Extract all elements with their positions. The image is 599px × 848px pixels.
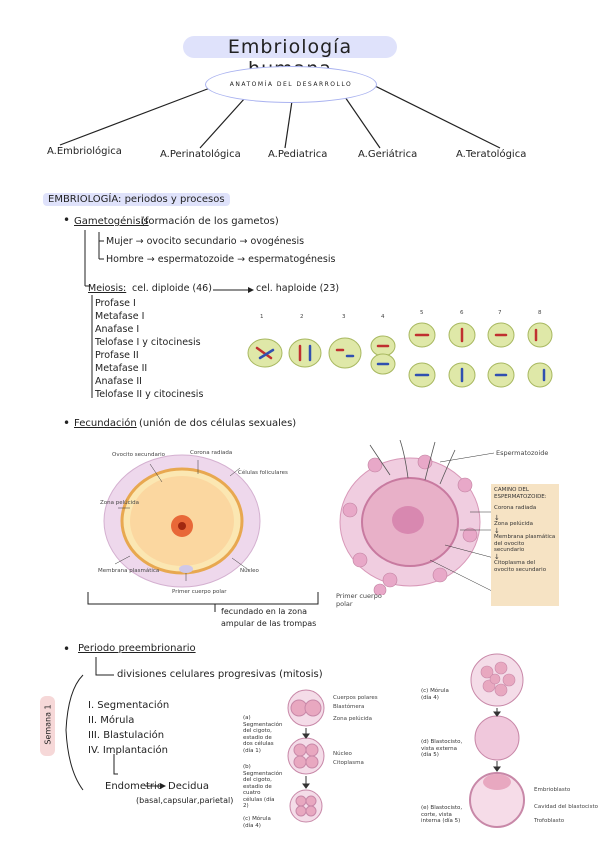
label-citoplasma: Citoplasma <box>333 760 364 766</box>
meiosis-phase: Metafase I <box>95 311 145 322</box>
fecundado-bracket <box>87 592 319 612</box>
arrow-down-icon: ↓ <box>494 526 500 535</box>
mindmap-lines <box>59 84 501 149</box>
camino-step: Citoplasma del ovocito secundario <box>494 560 547 573</box>
gametogenesis-mujer: Mujer → ovocito secundario → ovogénesis <box>106 236 305 247</box>
label-primer-cuerpo: Primer cuerpo polar <box>336 592 382 608</box>
stage-number: 4 <box>381 314 385 320</box>
gametogenesis-heading: Gametogénisis <box>74 216 149 227</box>
meiosis-phase: Profase II <box>95 350 139 361</box>
mindmap-center: ANATOMÍA DEL DESARROLLO <box>205 66 377 103</box>
semana-label: Semana 1 <box>43 704 53 745</box>
camino-step: Membrana plasmática del ovocito secundar… <box>494 534 556 553</box>
blastocyst-caption-c: (c) Mórula (día 4) <box>421 688 449 701</box>
stage-number: 2 <box>300 314 304 320</box>
oocyte-illustration <box>103 454 261 588</box>
blastocyst-caption-d: (d) Blastocisto, vista externa (día 5) <box>421 739 463 758</box>
fecundado-note: ampular de las trompas <box>221 619 317 628</box>
branch-perinatologica: A.Perinatológica <box>160 149 241 160</box>
divisiones-text: divisiones celulares progresivas (mitosi… <box>117 669 323 680</box>
meiosis-phase: Anafase I <box>95 324 140 335</box>
arrow-down-icon: ↓ <box>494 552 500 561</box>
label-zona-pelucida: Zona pelúcida <box>333 716 373 722</box>
label-trofoblasto: Trofoblasto <box>534 818 565 824</box>
label-nucleo: Núcleo <box>240 568 259 574</box>
cleavage-caption-b: (b) Segmentación del cigoto, estadio de … <box>243 764 283 809</box>
stage-number: 8 <box>538 310 542 316</box>
section-header: EMBRIOLOGÍA: periodos y procesos <box>43 193 230 206</box>
stage-number: 1 <box>260 314 264 320</box>
preembrionario-step: IV. Implantación <box>88 745 168 756</box>
bullet-icon: • <box>63 416 71 430</box>
label-cuerpo: Primer cuerpo polar <box>172 589 227 595</box>
label-embrioblasto: Embrioblasto <box>534 787 571 793</box>
stage-number: 3 <box>342 314 346 320</box>
meiosis-phase: Metafase II <box>95 363 148 374</box>
branch-geriatrica: A.Geriátrica <box>358 149 418 160</box>
preembrionario-step: III. Blastulación <box>88 730 165 741</box>
label-nucleo-2: Núcleo <box>333 751 352 757</box>
camino-box: CAMINO DEL ESPERMATOZOIDE: Corona radiad… <box>491 484 559 606</box>
blastocyst-caption-e: (e) Blastocisto, corte, vista interna (d… <box>421 805 463 824</box>
sperm-illustration <box>339 440 481 595</box>
cleavage-caption-a: (a) Segmentación del cigoto, estadio de … <box>243 715 283 754</box>
bullet-icon: • <box>63 642 71 656</box>
camino-title: CAMINO DEL ESPERMATOZOIDE: <box>494 487 547 500</box>
fecundado-note: fecundado en la zona <box>221 607 308 616</box>
branch-pediatrica: A.Pediatrica <box>268 149 328 160</box>
stage-number: 7 <box>498 310 502 316</box>
label-cavidad: Cavidad del blastocisto <box>534 804 598 810</box>
cleavage-caption-c: (c) Mórula (día 4) <box>243 816 271 829</box>
stage-number: 5 <box>420 310 424 316</box>
preembrionario-step: I. Segmentación <box>88 700 170 711</box>
camino-step: Zona pelúcida <box>494 521 534 527</box>
cleavage-illustration <box>287 689 325 823</box>
label-cuerpos-polares: Cuerpos polares <box>333 695 378 701</box>
preembrionario-heading: Periodo preembrionario <box>78 643 196 654</box>
blastocyst-illustration <box>469 653 525 828</box>
fecundacion-heading: Fecundación <box>74 418 137 429</box>
gametogenesis-description: (formación de los gametos) <box>141 216 279 227</box>
label-ovocito: Ovocito secundario <box>112 452 166 458</box>
meiosis-phase: Telofase I y citocinesis <box>95 337 201 348</box>
meiosis-haploid: cel. haploide (23) <box>256 283 340 294</box>
label-foliculares: Células foliculares <box>238 470 288 476</box>
bullet-icon: • <box>63 213 71 227</box>
label-espermatozoide: Espermatozoide <box>496 449 549 457</box>
label-membrana: Membrana plasmática <box>98 568 160 574</box>
semana-badge: Semana 1 <box>40 696 55 756</box>
label-blastomera: Blastómera <box>333 704 365 710</box>
label-corona: Corona radiada <box>190 450 233 456</box>
bracket-lines <box>84 230 254 398</box>
meiosis-illustration <box>247 322 553 388</box>
branch-teratologica: A.Teratológica <box>456 149 527 160</box>
meiosis-phase: Anafase II <box>95 376 142 387</box>
decidua: Decidua <box>168 781 209 792</box>
label-zona: Zona pelúcida <box>100 500 140 506</box>
preembrionario-step: II. Mórula <box>88 715 135 726</box>
camino-step: Corona radiada <box>494 505 537 511</box>
arrow-down-icon: ↓ <box>494 513 500 522</box>
stage-number: 6 <box>460 310 464 316</box>
meiosis-label: Meiosis: <box>88 283 127 294</box>
decidua-note: (basal,capsular,parietal) <box>136 796 234 805</box>
endometrio: Endometrio <box>105 781 163 792</box>
sperm-leader-lines <box>429 452 495 593</box>
meiosis-phase: Telofase II y citocinesis <box>95 389 204 400</box>
fecundacion-description: (unión de dos células sexuales) <box>139 418 297 429</box>
gametogenesis-hombre: Hombre → espermatozoide → espermatogénes… <box>106 254 336 265</box>
meiosis-phase: Profase I <box>95 298 136 309</box>
branch-embriologica: A.Embriológica <box>47 146 122 157</box>
meiosis-diploid: cel. diploide (46) <box>132 283 212 294</box>
